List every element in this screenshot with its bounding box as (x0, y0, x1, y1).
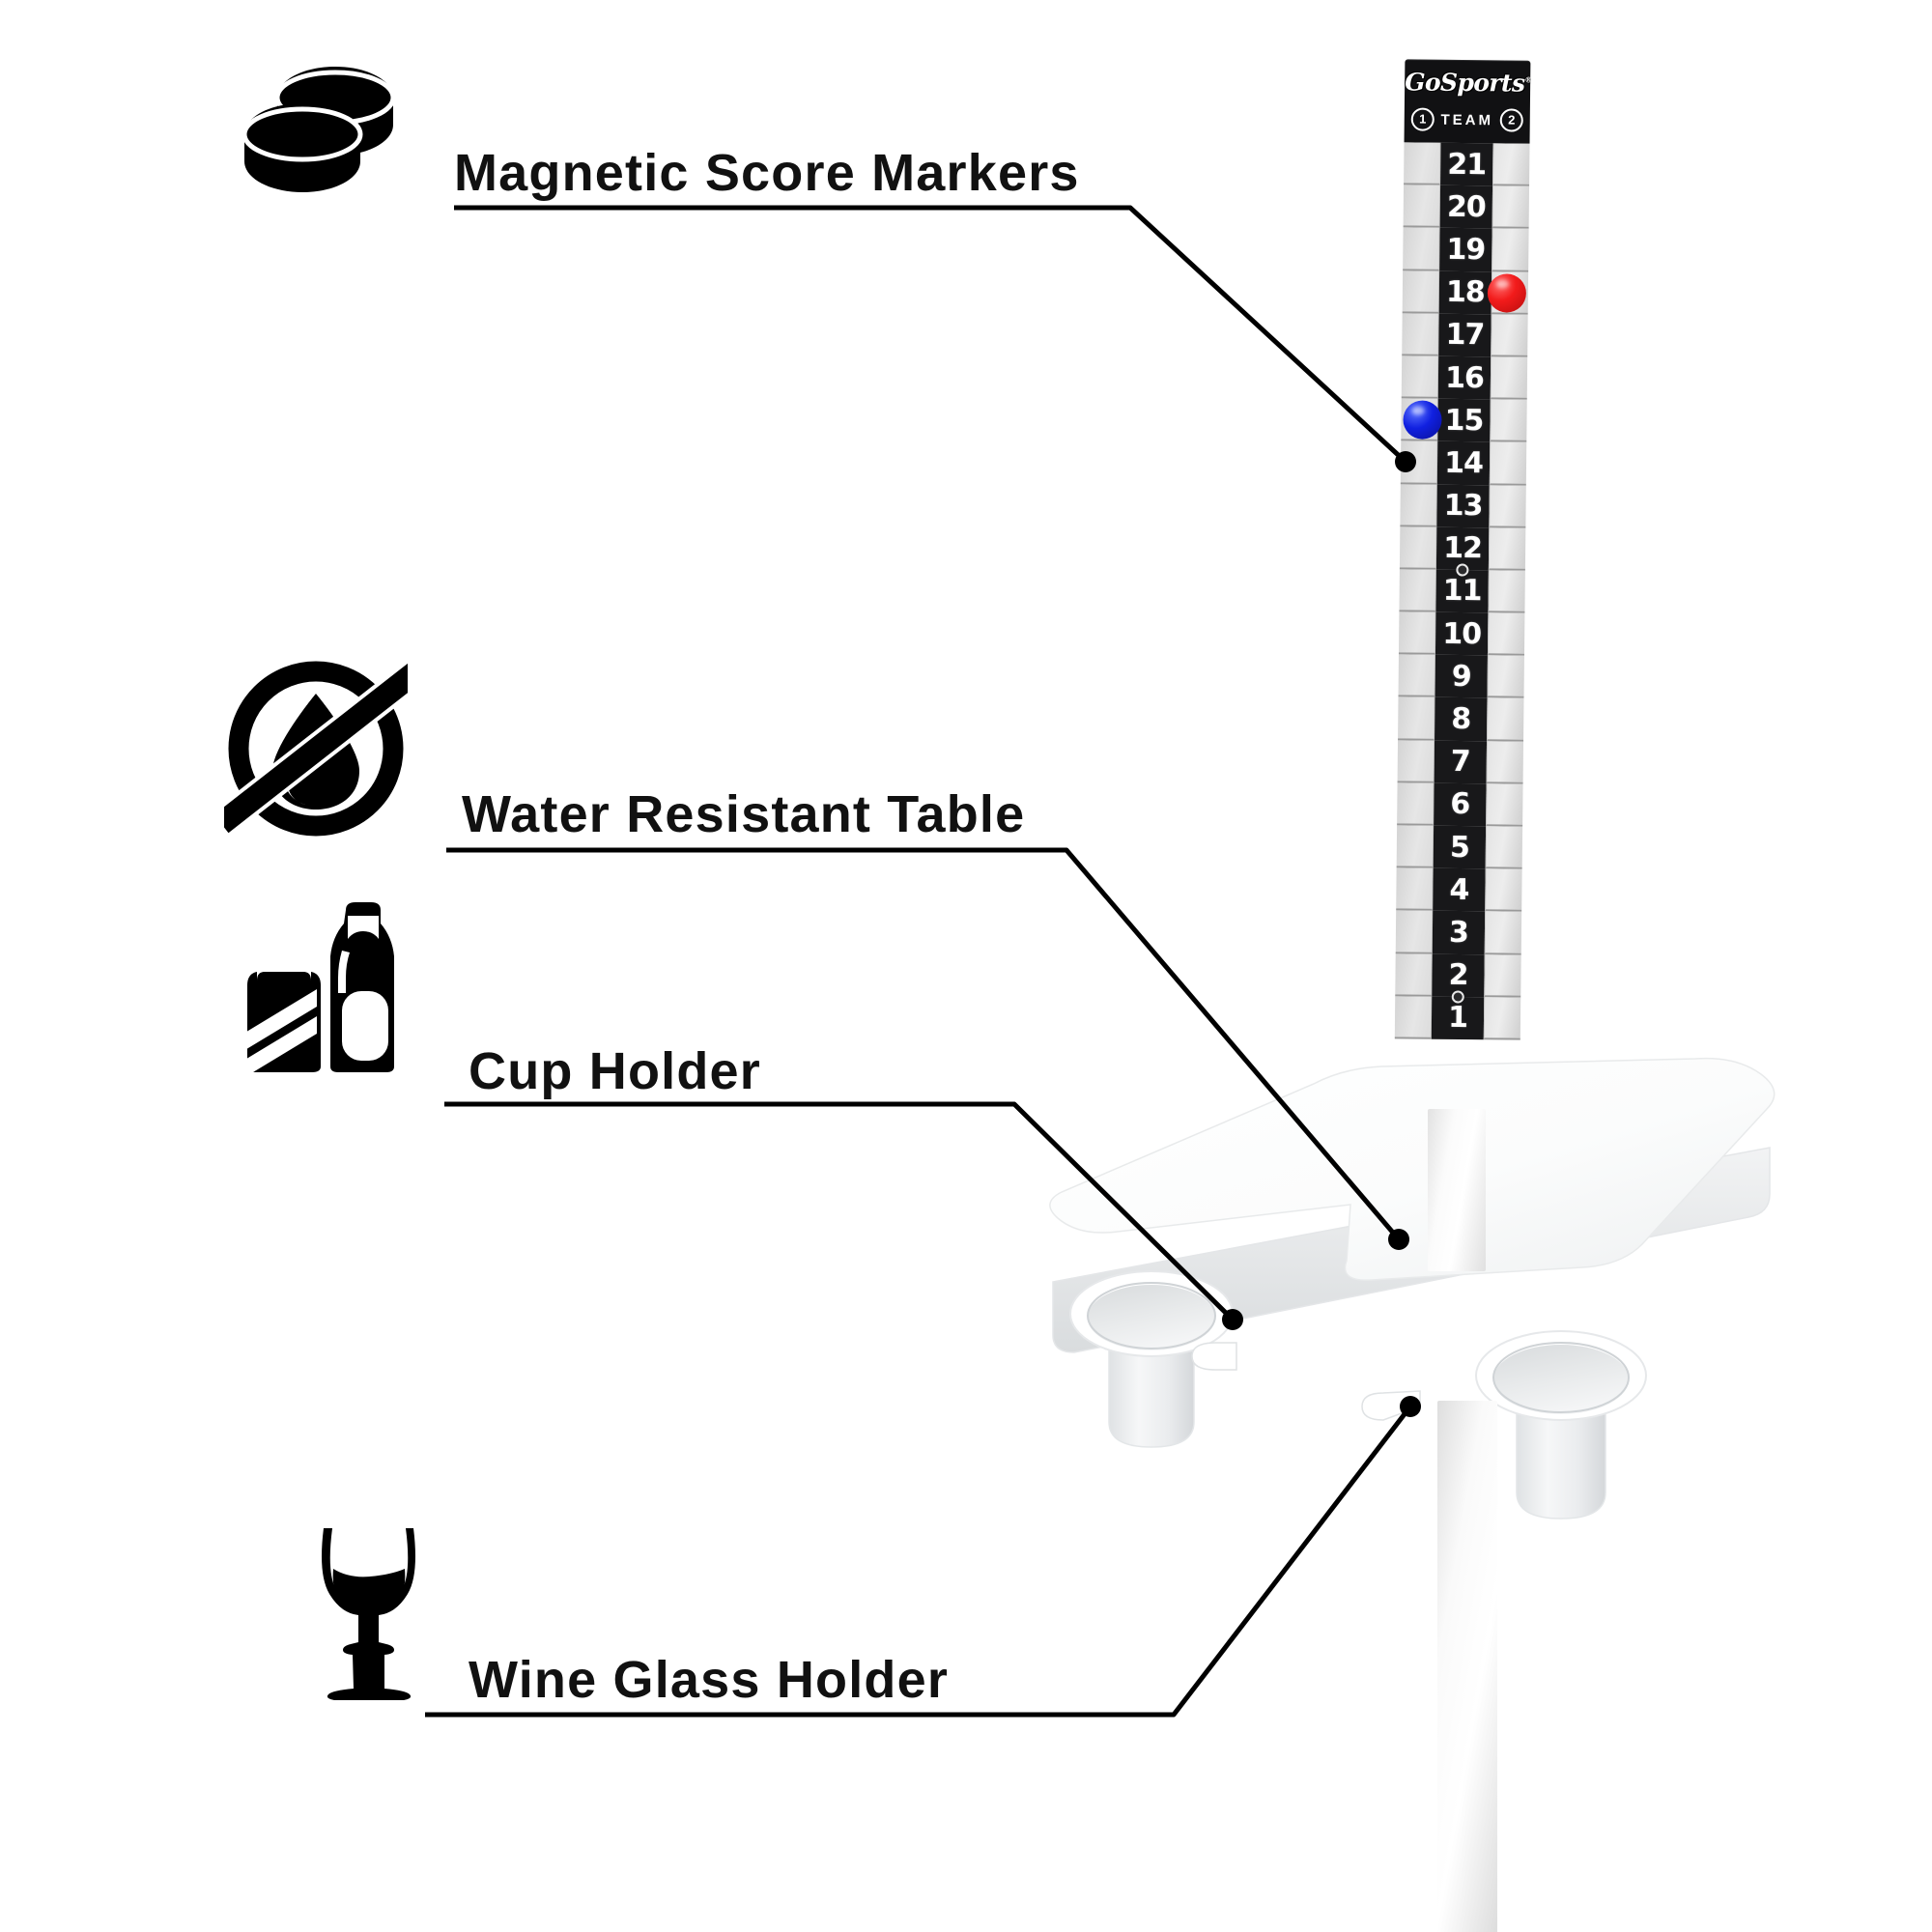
leader-line (1064, 847, 1402, 1242)
feature-label-wine-glass-holder: Wine Glass Holder (469, 1651, 950, 1709)
leader-line (1127, 205, 1408, 465)
feature-label-magnetic-score-markers: Magnetic Score Markers (454, 144, 1080, 202)
cup-holder-left[interactable] (1069, 1270, 1234, 1357)
table-top-surface (1049, 1057, 1776, 1281)
leader-line (1011, 1101, 1236, 1322)
support-pole-lower (1437, 1401, 1497, 1932)
leader-endpoint-dot (1222, 1309, 1243, 1330)
wine-glass-icon (298, 1524, 442, 1703)
score-pucks-icon (227, 53, 420, 198)
cup-holder-cylinder-right (1516, 1405, 1606, 1520)
no-water-icon (213, 657, 427, 840)
leader-wine-glass-holder (425, 1396, 1421, 1718)
leader-line (1171, 1404, 1413, 1718)
leader-endpoint-dot (1400, 1396, 1421, 1417)
leader-endpoint-dot (1395, 451, 1416, 472)
cup-holder-right[interactable] (1475, 1330, 1647, 1421)
leader-water-resistant-table (446, 847, 1409, 1250)
support-pole-upper (1428, 1109, 1486, 1271)
leader-endpoint-dot (1388, 1229, 1409, 1250)
feature-label-water-resistant-table: Water Resistant Table (462, 785, 1026, 843)
cup-holder-cylinder-left (1108, 1342, 1195, 1448)
leader-magnetic-score-markers (454, 205, 1416, 472)
can-and-bottle-icon (224, 889, 408, 1078)
feature-label-cup-holder: Cup Holder (469, 1042, 761, 1100)
leader-cup-holder (444, 1101, 1243, 1330)
wine-glass-slot-left[interactable] (1191, 1342, 1237, 1371)
